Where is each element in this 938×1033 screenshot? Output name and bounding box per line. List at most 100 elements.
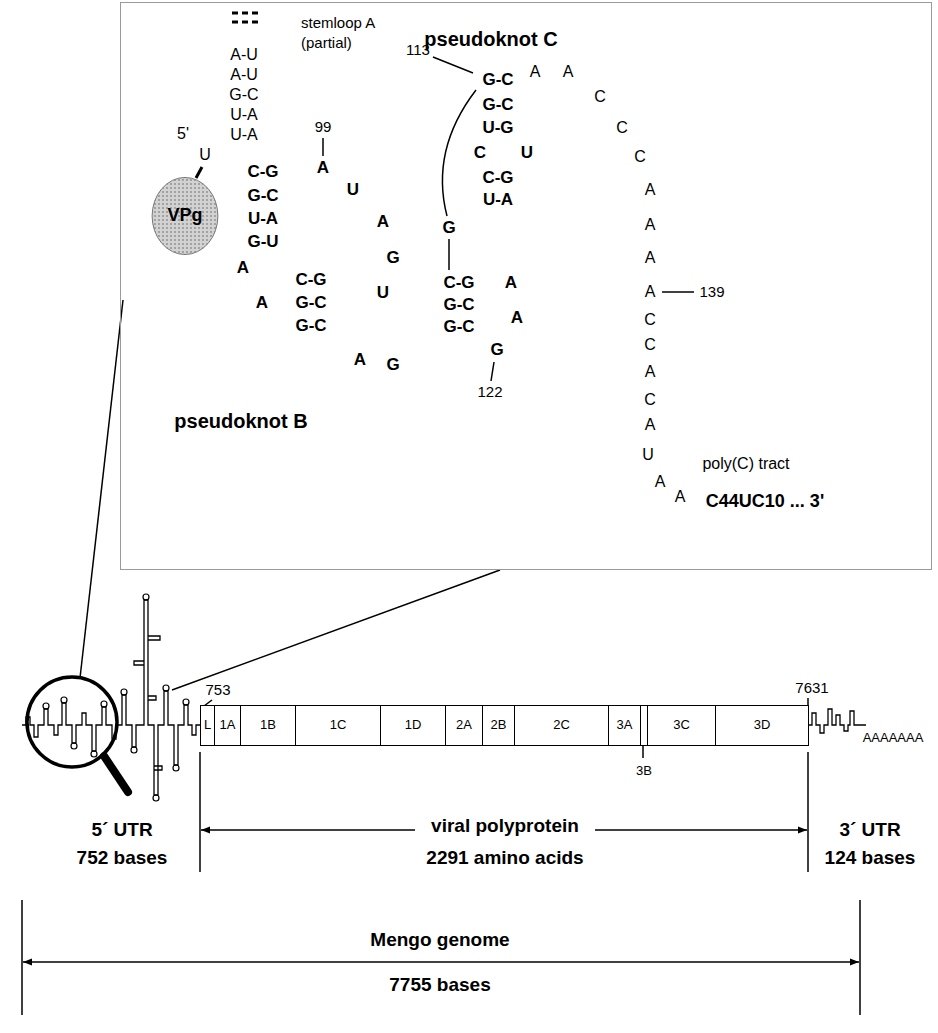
- nucleotide: A: [645, 283, 656, 301]
- region-label: viral polyprotein: [431, 816, 579, 837]
- nucleotide: A: [645, 416, 656, 434]
- span-arrow: [201, 829, 415, 831]
- protein-segment: 1B: [240, 705, 296, 746]
- base-pair: U-A: [230, 126, 258, 144]
- base-pair: A-U: [230, 46, 258, 64]
- base-pair: C-G: [443, 274, 474, 293]
- base-pair: C-G: [482, 169, 513, 188]
- nucleotide: U: [377, 284, 389, 303]
- position-number: 753: [205, 682, 230, 699]
- base-pair: U-A: [230, 106, 258, 124]
- hairpin-loop: [121, 689, 127, 695]
- base-pair: A-U: [230, 66, 258, 84]
- segment-tick: [642, 746, 644, 758]
- nucleotide: C: [634, 148, 646, 166]
- nucleotide: A: [256, 294, 268, 313]
- nucleotide: A: [354, 351, 366, 370]
- partial-pair: [232, 21, 258, 24]
- nucleotide: A: [675, 488, 686, 506]
- nucleotide: G: [386, 249, 399, 268]
- partial-pair: [232, 12, 258, 15]
- nucleotide: A: [511, 309, 523, 328]
- nucleotide: C: [644, 391, 656, 409]
- structure-label: stemloop A (partial): [301, 13, 393, 52]
- zoom-line: [172, 570, 500, 690]
- protein-segment: 1D: [380, 705, 446, 746]
- position-number: 99: [315, 119, 332, 136]
- segment-label: 2C: [553, 718, 570, 732]
- hairpin-loop: [143, 594, 149, 600]
- nucleotide: A: [237, 259, 249, 278]
- region-label: Mengo genome: [370, 930, 509, 951]
- nucleotide: C: [644, 336, 656, 354]
- nucleotide: A: [563, 63, 574, 81]
- protein-segment: 1A: [214, 705, 241, 746]
- nucleotide: G: [490, 341, 503, 360]
- hairpin-loop: [163, 685, 169, 691]
- structure-label: poly(C) tract: [702, 455, 789, 473]
- segment-label: 3C: [673, 718, 690, 732]
- position-number: 139: [699, 284, 724, 301]
- utr-structure: [154, 766, 162, 770]
- dimension-label: 2291 amino acids: [426, 848, 583, 869]
- position-tick: [662, 291, 694, 293]
- hairpin-loop: [91, 751, 97, 757]
- hairpin-loop: [43, 703, 49, 709]
- segment-label: 3A: [617, 718, 633, 732]
- segment-label: 2B: [491, 718, 507, 732]
- protein-segment: 3A: [608, 705, 641, 746]
- nucleotide: C: [644, 311, 656, 329]
- base-pair: C-G: [247, 163, 278, 182]
- nucleotide: A: [505, 274, 517, 293]
- boundary-line: [21, 900, 23, 1015]
- span-arrow: [595, 829, 807, 831]
- segment-label: L: [204, 718, 211, 732]
- position-number: 113: [406, 42, 430, 59]
- utr-structure: [148, 636, 160, 640]
- dimension-label: 124 bases: [825, 848, 916, 869]
- base-pair: U-G: [482, 119, 513, 138]
- boundary-line: [807, 752, 809, 872]
- nucleotide: C: [616, 119, 628, 137]
- segment-label: 3D: [754, 718, 771, 732]
- position-tick: [807, 698, 809, 705]
- nucleotide: U: [521, 144, 533, 163]
- protein-segment: 1C: [295, 705, 381, 746]
- base-pair: G-C: [482, 71, 513, 90]
- segment-label: 3B: [636, 764, 652, 778]
- segment-label: 1A: [220, 718, 236, 732]
- nucleotide: A: [645, 181, 656, 199]
- nucleotide: U: [199, 146, 211, 164]
- position-tick: [491, 362, 494, 381]
- base-pair: G-U: [247, 233, 278, 252]
- nucleotide: C: [474, 144, 486, 163]
- position-tick: [433, 57, 473, 73]
- structure-label: pseudoknot C: [424, 28, 557, 50]
- segment-label: 1D: [405, 718, 422, 732]
- hairpin-loop: [173, 765, 179, 771]
- segment-label: 2A: [456, 718, 472, 732]
- nucleotide: A: [645, 249, 656, 267]
- hairpin-loop: [183, 699, 189, 705]
- base-pair: G-C: [443, 296, 474, 315]
- boundary-line: [199, 752, 201, 872]
- protein-segment: L: [200, 705, 215, 746]
- polya-tail: AAAAAAA: [863, 731, 924, 745]
- nucleotide: G: [386, 356, 399, 375]
- region-label: 5´ UTR: [91, 820, 152, 841]
- utr-structure: [22, 600, 200, 795]
- pseudoknot-arc: [442, 90, 476, 216]
- vpg-link: [196, 167, 202, 178]
- base-pair: G-C: [247, 187, 278, 206]
- base-pair: G-C: [295, 294, 326, 313]
- base-pair: G-C: [443, 318, 474, 337]
- hairpin-loop: [71, 743, 77, 749]
- zoom-line: [80, 300, 123, 678]
- rna-strand: [860, 724, 866, 726]
- span-arrow: [23, 961, 859, 963]
- base-pair: G-C: [482, 96, 513, 115]
- pseudoknot-link: [448, 239, 450, 270]
- protein-segment: 3D: [715, 705, 809, 746]
- position-number: 7631: [795, 680, 828, 697]
